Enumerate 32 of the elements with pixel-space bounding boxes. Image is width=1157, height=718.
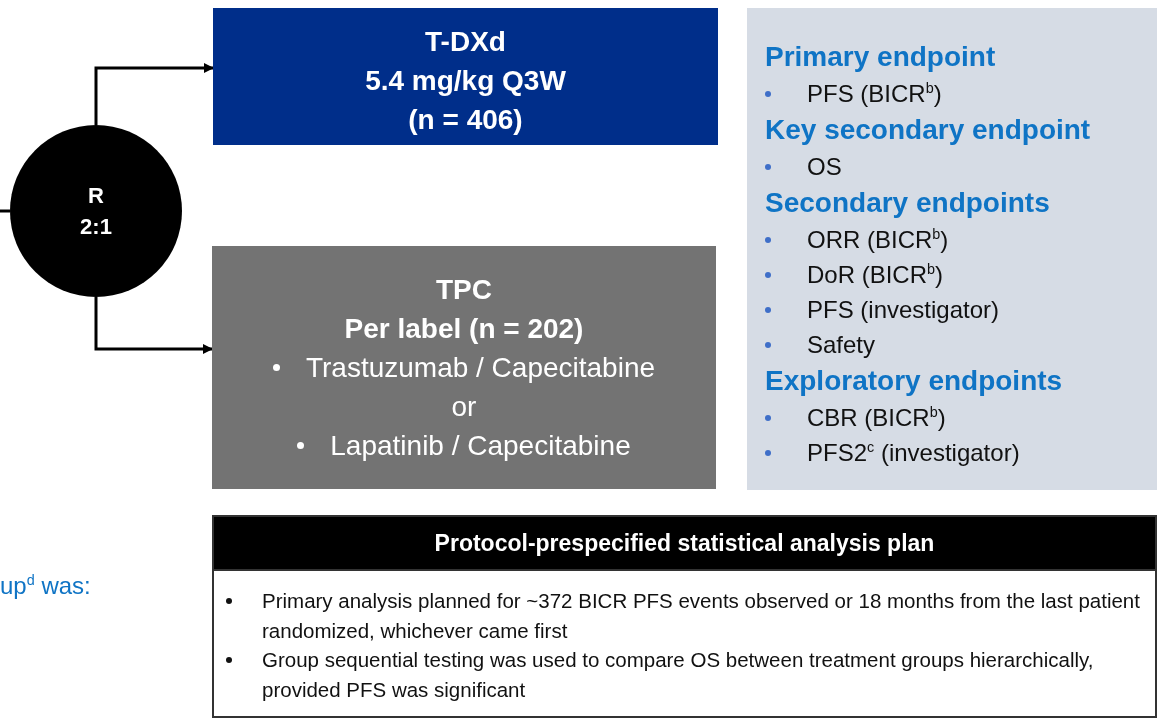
analysis-plan-panel [212,515,1157,718]
arrow [94,297,213,354]
list-item: CBR (BICR$^{b}$) [807,403,946,432]
list-item: ORR (BICR$^{b}$) [807,225,949,254]
connector-line [0,209,10,213]
arm-label: 5.4 mg/kg Q3W [364,64,567,98]
endpoints-panel [747,8,1157,490]
list-item: Safety [807,330,876,359]
circle-label: R 2:1 [79,182,113,241]
arm-label: Per label (n = 202) [343,312,585,346]
treatment-arm-box [212,246,716,489]
arm-label: TPC [435,273,493,307]
treatment-arm-box [213,8,718,145]
list-item: PFS2$^{c}$ (investigator) [807,438,1020,467]
cut-off-text: up$^{d}$ was: [0,572,91,600]
list-item: PFS (BICR$^{b}$) [807,79,942,108]
list-item: Group sequential testing was used to compare OS between treatment groups hierarchically, provided PFS was significant [262,647,1095,703]
section-heading: Key secondary endpoint [765,113,1092,147]
list-item: DoR (BICR$^{b}$) [807,260,944,289]
arrow [94,63,214,125]
panel-header: Protocol-prespecified statistical analysis plan [214,517,1155,571]
section-heading: Exploratory endpoints [765,364,1064,398]
list-item: OS [807,152,842,181]
connector-word: or [450,390,478,424]
list-item: Lapatinib / Capecitabine [330,429,631,462]
arm-label: T-DXd [424,25,507,59]
list-item: Primary analysis planned for ~372 BICR PFS events observed or 18 months from the last patient randomized, whichever came first [262,588,1141,644]
section-heading: Secondary endpoints [765,186,1051,220]
section-heading: Primary endpoint [765,40,997,74]
list-item: Trastuzumab / Capecitabine [305,351,656,384]
arm-label: (n = 406) [407,103,524,137]
list-item: PFS (investigator) [807,295,1000,324]
